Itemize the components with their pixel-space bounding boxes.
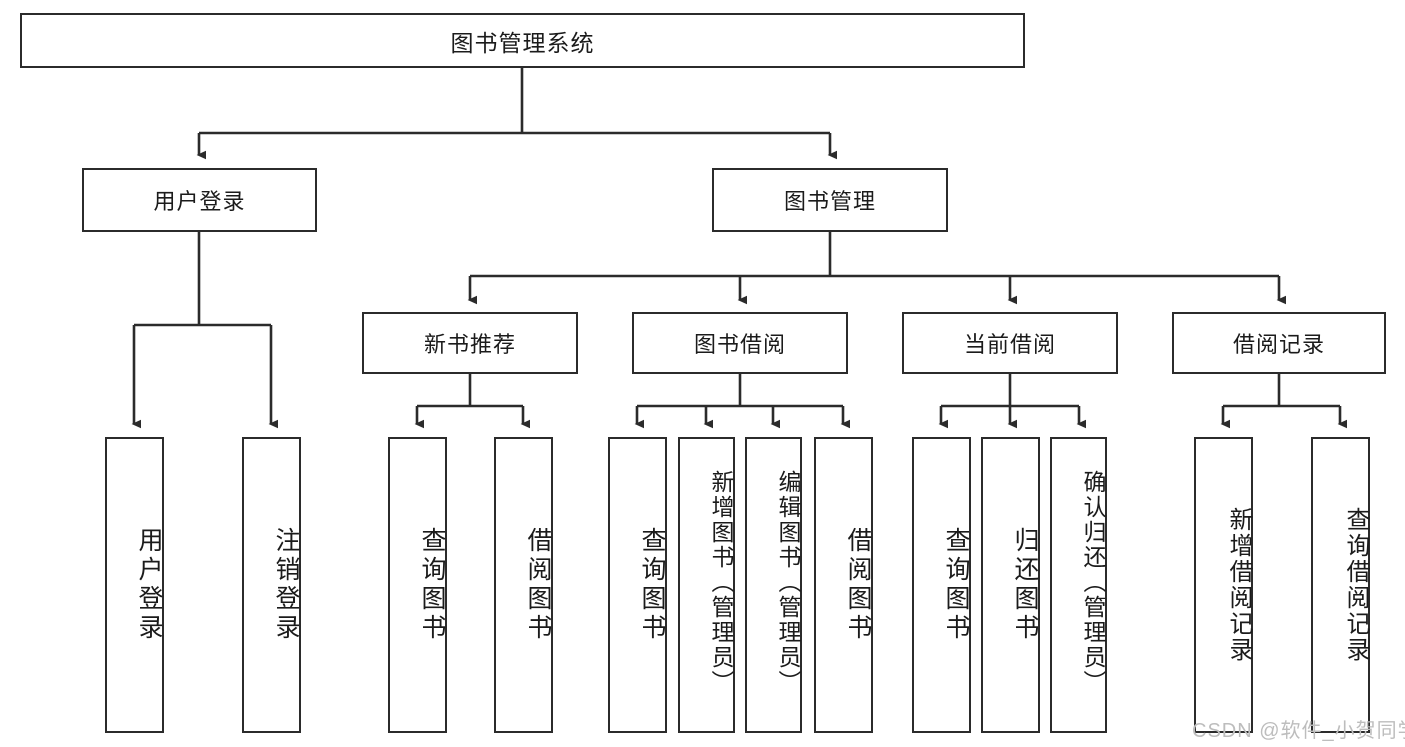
leaf-borrow-query-book[interactable]: 查询图书 xyxy=(608,437,667,733)
leaf-borrow-borrow-book[interactable]: 借阅图书 xyxy=(814,437,873,733)
leaf-new-book-borrow[interactable]: 借阅图书 xyxy=(494,437,553,733)
node-new-book-recommend[interactable]: 新书推荐 xyxy=(362,312,578,374)
leaf-new-book-query[interactable]: 查询图书 xyxy=(388,437,447,733)
leaf-borrow-add-book-admin[interactable]: 新增图书（管理员） xyxy=(678,437,735,733)
node-book-management[interactable]: 图书管理 xyxy=(712,168,948,232)
leaf-current-confirm-return-admin[interactable]: 确认归还（管理员） xyxy=(1050,437,1107,733)
leaf-borrow-edit-book-admin[interactable]: 编辑图书（管理员） xyxy=(745,437,802,733)
node-borrow-record[interactable]: 借阅记录 xyxy=(1172,312,1386,374)
node-current-borrow[interactable]: 当前借阅 xyxy=(902,312,1118,374)
leaf-record-query-record[interactable]: 查询借阅记录 xyxy=(1311,437,1370,733)
node-root[interactable]: 图书管理系统 xyxy=(20,13,1025,68)
leaf-current-return-book[interactable]: 归还图书 xyxy=(981,437,1040,733)
leaf-record-add-record[interactable]: 新增借阅记录 xyxy=(1194,437,1253,733)
leaf-user-login-login[interactable]: 用户登录 xyxy=(105,437,164,733)
node-user-login[interactable]: 用户登录 xyxy=(82,168,317,232)
csdn-watermark: CSDN @软件_小贺同学 xyxy=(1192,720,1405,742)
leaf-current-query-book[interactable]: 查询图书 xyxy=(912,437,971,733)
leaf-user-login-logout[interactable]: 注销登录 xyxy=(242,437,301,733)
node-book-borrow[interactable]: 图书借阅 xyxy=(632,312,848,374)
